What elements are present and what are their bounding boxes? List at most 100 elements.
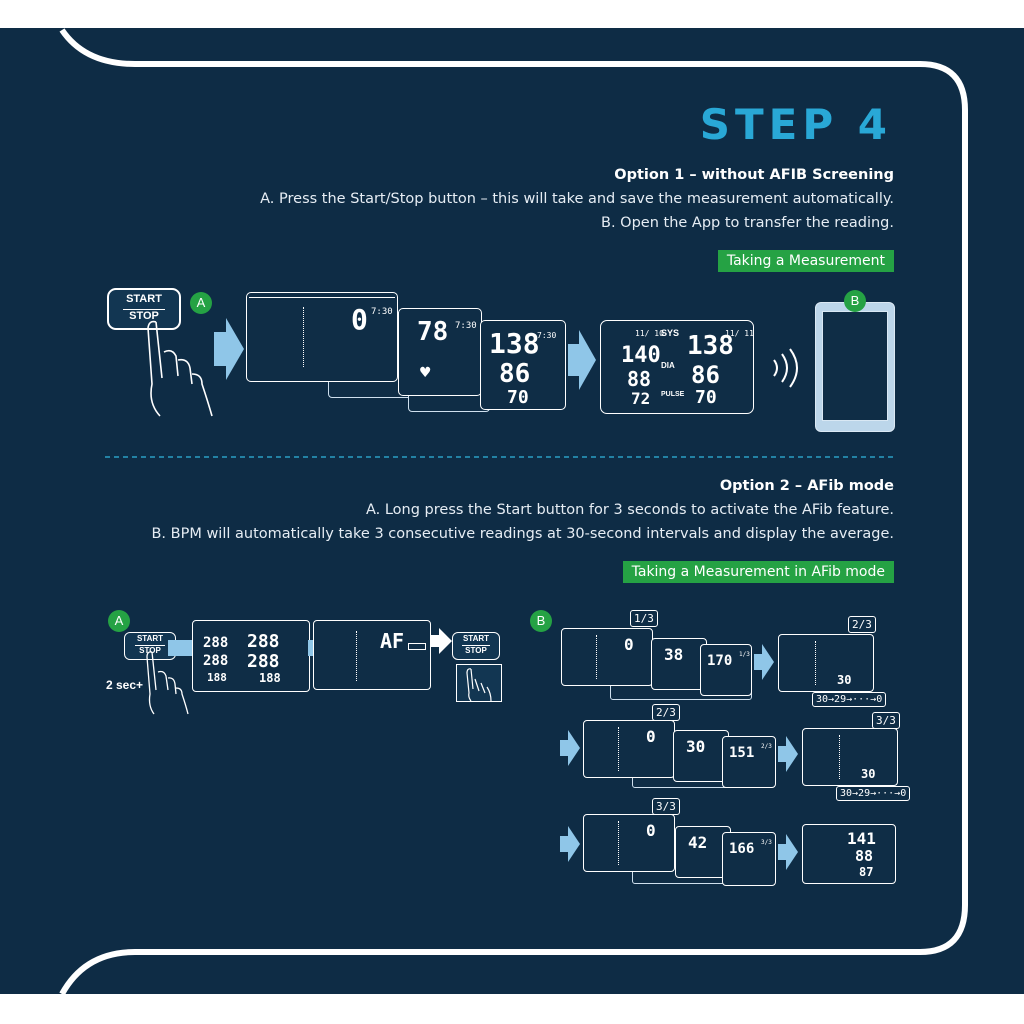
- start-label: START: [462, 634, 490, 643]
- option1-line-b: B. Open the App to transfer the reading.: [601, 215, 894, 231]
- phone-icon: [815, 302, 895, 432]
- stop-label: STOP: [465, 646, 487, 655]
- row3-pressure: 42: [688, 833, 708, 852]
- hold-duration-label: 2 sec+: [106, 678, 144, 692]
- start-button-long-press[interactable]: START STOP: [124, 632, 176, 660]
- result-avg-dia: 88: [627, 367, 652, 391]
- arrow-right-icon: [214, 318, 244, 380]
- stop-label: STOP: [129, 310, 159, 322]
- all-segments-screen: 288 288 188 288 288 188: [192, 620, 310, 692]
- final-result-screen: 141 88 87: [802, 824, 896, 884]
- seg-pulse: 188: [259, 671, 281, 685]
- final-sys: 141: [847, 829, 876, 848]
- screen-reading-time: 7:30: [537, 331, 557, 340]
- result-dia: 86: [691, 361, 720, 389]
- option1-pill: Taking a Measurement: [717, 250, 894, 272]
- row2-timeline: 30→29→···→0: [836, 786, 911, 801]
- row3-screen-zero: 0: [583, 814, 675, 872]
- pressing-hand-icon: [146, 651, 189, 715]
- start-stop-button[interactable]: START STOP: [107, 288, 181, 330]
- row2-countdown-screen: 30: [802, 728, 898, 786]
- option2-heading: Option 2 – AFib mode: [719, 478, 894, 494]
- arrow-connector: [168, 640, 194, 656]
- result-date: 11/ 10: [635, 329, 664, 338]
- option2-line-b: B. BPM will automatically take 3 consecu…: [151, 526, 894, 542]
- wireless-signal-icon: [773, 348, 798, 388]
- screen-inflating-time: 7:30: [455, 321, 477, 331]
- row3-zero: 0: [646, 821, 656, 840]
- seg-left-mid: 288: [203, 653, 229, 669]
- pressing-hand-icon: [147, 320, 213, 417]
- row2-screen-reading: 151 2/3: [722, 736, 776, 788]
- screen-inflating-value: 78: [417, 317, 449, 347]
- start-label: START: [126, 293, 162, 305]
- seg-left-bot: 188: [207, 671, 227, 684]
- dia-label: DIA: [661, 361, 675, 370]
- row2-screen-zero: 0: [583, 720, 675, 778]
- row1-countdown: 30: [837, 673, 852, 687]
- seg-sys: 288: [247, 631, 280, 652]
- option2-badge-a: A: [108, 610, 130, 632]
- af-indicator: AF: [380, 629, 405, 653]
- arrow-right-icon: [778, 834, 798, 870]
- screen-zero: 0 7:30: [246, 292, 398, 382]
- option2-badge-b: B: [530, 610, 552, 632]
- seg-dia: 288: [247, 651, 280, 672]
- option2-pill: Taking a Measurement in AFib mode: [622, 561, 894, 583]
- row1-count-tag: 2/3: [848, 616, 876, 633]
- row1-tag: 1/3: [630, 610, 658, 627]
- row1-reading-tag: 1/3: [739, 651, 750, 658]
- page-title: STEP 4: [699, 100, 892, 149]
- row2-countdown: 30: [861, 767, 876, 781]
- heart-icon: ♥: [419, 365, 432, 381]
- pressing-hand-icon: [466, 668, 492, 702]
- arrow-right-icon: [754, 644, 774, 680]
- option1-badge-b: B: [844, 290, 866, 312]
- row3-tag: 3/3: [652, 798, 680, 815]
- row1-zero: 0: [624, 635, 634, 654]
- result-screen: 11/ 10 11/ 11 SYS DIA PULSE 140 88 72 13…: [600, 320, 754, 414]
- result-avg-pulse: 72: [631, 389, 651, 408]
- af-screen: AF: [313, 620, 431, 690]
- arrow-right-icon: [560, 826, 580, 862]
- row1-timeline: 30→29→···→0: [812, 692, 887, 707]
- row1-reading: 170: [707, 653, 733, 669]
- arrow-right-icon: [560, 730, 580, 766]
- screen-reading-dia: 86: [499, 359, 531, 389]
- result-pulse: 70: [695, 387, 717, 408]
- row2-reading-tag: 2/3: [761, 743, 772, 750]
- row2-count-tag: 3/3: [872, 712, 900, 729]
- sys-label: SYS: [661, 328, 680, 338]
- hand-press-box: [456, 664, 502, 702]
- row2-tag: 2/3: [652, 704, 680, 721]
- screen-inflating: 78 7:30 ♥: [398, 308, 482, 396]
- result-avg-sys: 140: [621, 343, 661, 368]
- seg-left-top: 288: [203, 635, 229, 651]
- row3-reading-tag: 3/3: [761, 839, 772, 846]
- row2-screen-pressure: 30: [673, 730, 729, 782]
- row1-screen-pressure: 38: [651, 638, 707, 690]
- row2-zero: 0: [646, 727, 656, 746]
- screen-zero-value: 0: [351, 303, 368, 336]
- screen-reading-pulse: 70: [507, 387, 529, 408]
- arrow-right-icon: [568, 330, 596, 390]
- stop-label: STOP: [139, 646, 161, 655]
- start-label: START: [136, 634, 164, 643]
- arrow-right-icon: [778, 736, 798, 772]
- row2-reading: 151: [729, 745, 755, 761]
- option2-line-a: A. Long press the Start button for 3 sec…: [365, 502, 894, 518]
- start-stop-button-small[interactable]: START STOP: [452, 632, 500, 660]
- screen-reading: 138 7:30 86 70: [480, 320, 566, 410]
- pulse-label: PULSE: [661, 391, 685, 398]
- row2-pressure: 30: [686, 737, 706, 756]
- row3-reading: 166: [729, 841, 755, 857]
- option1-badge-a: A: [190, 292, 212, 314]
- arrow-connector: [308, 640, 314, 656]
- row3-screen-reading: 166 3/3: [722, 832, 776, 886]
- row1-screen-reading: 170 1/3: [700, 644, 752, 696]
- screen-zero-time: 7:30: [371, 307, 393, 317]
- final-pulse: 87: [859, 865, 874, 879]
- row3-screen-pressure: 42: [675, 826, 731, 878]
- screen-reading-sys: 138: [489, 327, 540, 360]
- arrow-right-icon: [430, 628, 452, 654]
